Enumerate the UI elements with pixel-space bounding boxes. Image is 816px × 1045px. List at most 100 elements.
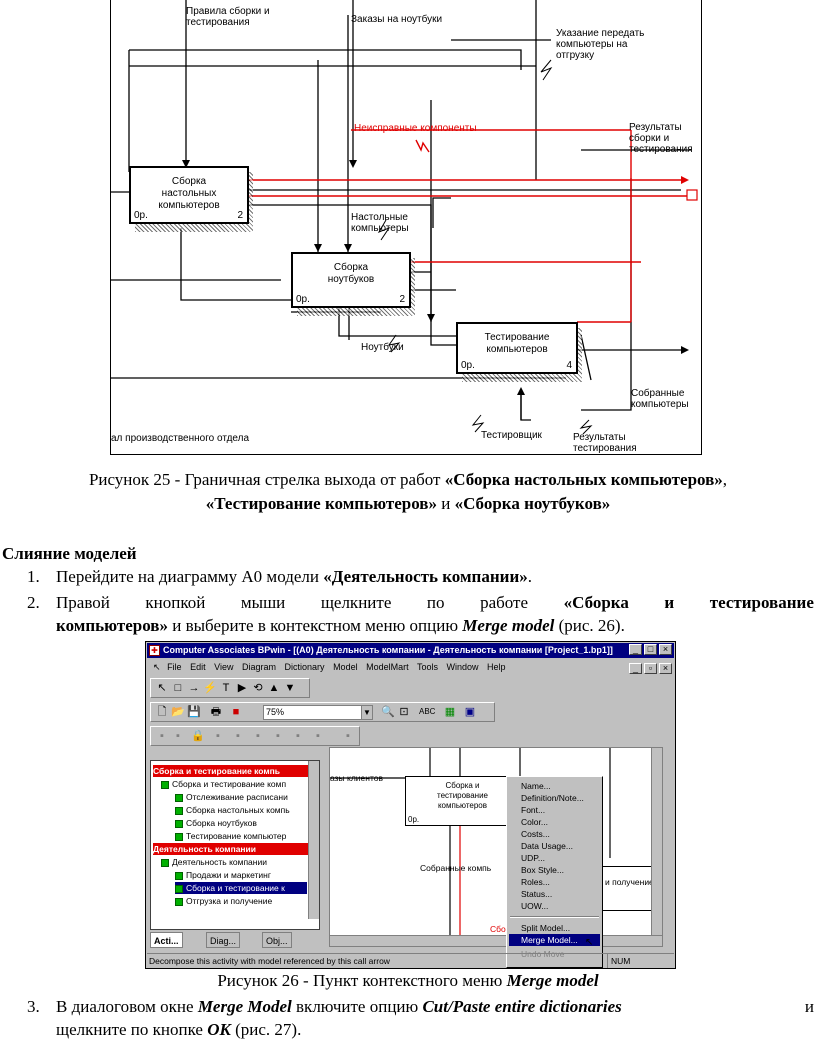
menu-file[interactable]: File xyxy=(167,662,182,672)
menu-item-color[interactable]: Color... xyxy=(521,817,548,827)
mm-icon[interactable]: ▪ xyxy=(176,730,180,742)
tree-item[interactable]: Отгрузка и получение xyxy=(175,895,272,907)
caption-figure-25-line2: «Тестирование компьютеров» и «Сборка ноу… xyxy=(0,493,816,515)
caption-bold: «Сборка настольных компьютеров» xyxy=(444,470,723,489)
canvas-vscrollbar[interactable] xyxy=(651,748,662,936)
menu-modelmart[interactable]: ModelMart xyxy=(366,662,409,672)
mm-icon[interactable]: ▪ xyxy=(346,730,350,742)
step-word: и xyxy=(664,593,675,612)
tree-item[interactable]: Сборка ноутбуков xyxy=(175,817,257,829)
arrow-tool-icon[interactable]: → xyxy=(188,682,200,694)
tree-label: Сборка настольных компь xyxy=(186,805,290,815)
mdi-close-button[interactable]: × xyxy=(659,663,672,674)
canvas-activity-box[interactable]: Сборка и тестирование компьютеров xyxy=(405,776,520,826)
text-tool-icon[interactable]: T xyxy=(222,682,230,694)
tree-item[interactable]: Продажи и маркетинг xyxy=(175,869,271,881)
mm-icon[interactable]: ▪ xyxy=(256,730,260,742)
mm-icon[interactable]: ▪ xyxy=(316,730,320,742)
decompose-icon[interactable]: ▶ xyxy=(237,682,247,694)
box-number: 4 xyxy=(566,360,572,371)
minimize-button[interactable]: _ xyxy=(629,644,642,655)
tree-label: Сборка и тестирование к xyxy=(186,883,285,893)
label-desktop-computers: Настольные компьютеры xyxy=(351,212,409,234)
step-number: 3. xyxy=(27,997,40,1016)
box-tool-icon[interactable]: □ xyxy=(174,682,182,694)
diagram-canvas[interactable]: азы клиентов Сборка и тестирование компь… xyxy=(329,747,663,947)
step-word: тестирование xyxy=(709,593,814,612)
menu-item-status[interactable]: Status... xyxy=(521,889,553,899)
zoom-icon[interactable]: 🔍 xyxy=(381,706,395,718)
menu-item-data-usage[interactable]: Data Usage... xyxy=(521,841,573,851)
zoom-select[interactable]: 75% xyxy=(263,705,373,720)
mdi-minimize-button[interactable]: _ xyxy=(629,663,642,674)
print-icon[interactable]: 🖶 xyxy=(210,706,222,718)
mdi-restore-button[interactable]: ▫ xyxy=(644,663,657,674)
menu-item-split-model[interactable]: Split Model... xyxy=(521,923,571,933)
mm-icon[interactable]: ▪ xyxy=(276,730,280,742)
menu-item-udp[interactable]: UDP... xyxy=(521,853,545,863)
tab-objects[interactable]: Obj... xyxy=(262,932,292,948)
tab-diagrams[interactable]: Diag... xyxy=(206,932,241,948)
tree-item[interactable]: Сборка и тестирование комп xyxy=(161,778,286,790)
mm-icon[interactable]: ▪ xyxy=(160,730,164,742)
canvas-hscrollbar[interactable] xyxy=(330,935,662,946)
tree-item[interactable]: Отслеживание расписани xyxy=(175,791,288,803)
close-button[interactable]: × xyxy=(659,644,672,655)
save-icon[interactable]: 💾 xyxy=(187,706,201,718)
mm-icon[interactable]: ▪ xyxy=(216,730,220,742)
menu-window[interactable]: Window xyxy=(446,662,479,672)
mm-icon[interactable]: ▪ xyxy=(296,730,300,742)
tree-root-1[interactable]: Сборка и тестирование компь xyxy=(153,765,308,777)
mm-icon[interactable]: ▪ xyxy=(236,730,240,742)
fit-icon[interactable]: ⊡ xyxy=(399,706,409,718)
menu-item-font[interactable]: Font... xyxy=(521,805,546,815)
menu-diagram[interactable]: Diagram xyxy=(242,662,277,672)
menu-item-box-style[interactable]: Box Style... xyxy=(521,865,564,875)
down-icon[interactable]: ▼ xyxy=(284,682,296,694)
tree-item[interactable]: Деятельность компании xyxy=(161,856,267,868)
tab-activities[interactable]: Acti... xyxy=(150,932,183,948)
diagram-arrows xyxy=(111,0,698,435)
menu-view[interactable]: View xyxy=(214,662,234,672)
label-assembly-rules: Правила сборки и тестирования xyxy=(186,6,270,28)
maximize-button[interactable]: □ xyxy=(644,644,657,655)
pointer-tool-icon[interactable]: ↖ xyxy=(157,682,167,694)
spell-check-icon[interactable]: ABC xyxy=(419,707,436,716)
activity-box-desktop-assembly[interactable]: Сборка настольных компьютеров 0р. 2 xyxy=(129,166,249,224)
model-explorer-icon[interactable]: ▦ xyxy=(444,706,456,718)
caption-bold-italic: Merge model xyxy=(506,971,599,990)
report-icon[interactable]: ▣ xyxy=(464,706,476,718)
tree-item[interactable]: Сборка настольных компь xyxy=(175,804,290,816)
menu-item-definition[interactable]: Definition/Note... xyxy=(521,793,584,803)
step-text: (рис. 27). xyxy=(230,1020,302,1039)
menu-item-merge-model[interactable]: Merge Model... xyxy=(521,935,578,945)
canvas-label-red: Сбор xyxy=(490,924,511,934)
menu-help[interactable]: Help xyxy=(487,662,506,672)
new-file-icon[interactable]: 🗋 xyxy=(157,706,167,718)
chevron-down-icon[interactable]: ▼ xyxy=(361,705,373,720)
menu-item-uow[interactable]: UOW... xyxy=(521,901,549,911)
rotate-icon[interactable]: ⟲ xyxy=(253,682,263,694)
squiggle-tool-icon[interactable]: ⚡ xyxy=(203,682,217,694)
menu-dictionary[interactable]: Dictionary xyxy=(284,662,325,672)
lock-icon[interactable]: 🔒 xyxy=(191,730,205,742)
bpwin-window: Computer Associates BPwin - [(A0) Деятел… xyxy=(145,641,676,969)
menu-item-roles[interactable]: Roles... xyxy=(521,877,550,887)
color-icon[interactable]: ■ xyxy=(232,706,240,718)
standard-toolbar: 🗋 📂 💾 🖶 ■ 75% ▼ 🔍 ⊡ ABC ▦ ▣ xyxy=(150,702,495,722)
step-bold-italic: Merge model xyxy=(462,616,555,635)
menu-edit[interactable]: Edit xyxy=(190,662,206,672)
up-icon[interactable]: ▲ xyxy=(268,682,280,694)
menu-item-name[interactable]: Name... xyxy=(521,781,551,791)
activity-box-testing[interactable]: Тестирование компьютеров 0р. 4 xyxy=(456,322,578,374)
tree-root-2[interactable]: Деятельность компании xyxy=(153,843,308,855)
step-text: . xyxy=(527,567,532,586)
tree-item[interactable]: Тестирование компьютер xyxy=(175,830,286,842)
menu-item-costs[interactable]: Costs... xyxy=(521,829,550,839)
open-file-icon[interactable]: 📂 xyxy=(171,706,185,718)
activity-box-notebook-assembly[interactable]: Сборка ноутбуков 0р. 2 xyxy=(291,252,411,308)
menu-model[interactable]: Model xyxy=(333,662,358,672)
tree-item-selected[interactable]: Сборка и тестирование к xyxy=(175,882,307,894)
tree-scrollbar[interactable] xyxy=(308,761,319,919)
menu-tools[interactable]: Tools xyxy=(416,662,438,672)
